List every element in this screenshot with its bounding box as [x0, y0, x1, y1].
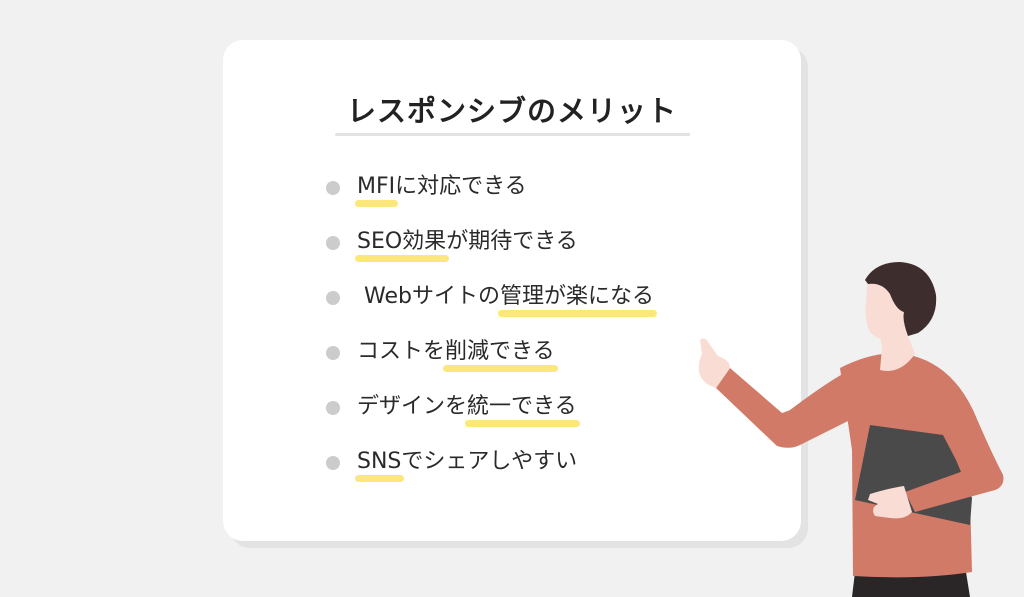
pointing-arm-shape — [716, 368, 860, 448]
list-item: Webサイトの管理が楽になる — [326, 281, 658, 336]
holding-hand-shape — [868, 486, 912, 519]
card-title: レスポンシブのメリット — [346, 94, 677, 128]
bullet-icon — [326, 291, 340, 305]
item-text-pre: デザインを — [357, 394, 468, 419]
item-text-highlight: SNS — [354, 446, 405, 482]
bullet-icon — [326, 456, 340, 470]
bullet-icon — [326, 236, 340, 250]
bullet-icon — [326, 181, 340, 195]
bullet-icon — [326, 346, 340, 360]
item-text-highlight: 管理が楽になる — [497, 281, 658, 317]
list-item: デザインを統一できる — [326, 391, 654, 446]
list-item-text: MFIに対応できる — [354, 171, 527, 207]
item-text-post: が期待できる — [446, 229, 578, 254]
item-text-highlight: 削減できる — [443, 336, 558, 372]
person-pointing-illustration — [698, 262, 1004, 597]
hair-shape — [865, 262, 937, 336]
list-item-text: Webサイトの管理が楽になる — [357, 281, 658, 317]
list-item-text: デザインを統一できる — [357, 391, 580, 427]
pointing-hand-shape — [698, 338, 730, 388]
list-item: SEO効果が期待できる — [326, 226, 654, 281]
list-item-text: コストを削減できる — [357, 336, 558, 372]
item-text-post: でシェアしやすい — [401, 449, 578, 474]
list-item: コストを削減できる — [326, 336, 654, 391]
item-text-pre: Webサイトの — [357, 284, 500, 309]
bullet-icon — [326, 401, 340, 415]
item-text-highlight: MFI — [354, 171, 399, 207]
merit-card: レスポンシブのメリット MFIに対応できる SEO効果が期待できる Webサイト… — [223, 40, 801, 541]
holding-arm-shape — [905, 410, 1004, 512]
list-item: MFIに対応できる — [326, 171, 654, 226]
title-divider — [335, 133, 690, 136]
item-text-post: に対応できる — [395, 174, 527, 199]
item-text-highlight: SEO効果 — [354, 226, 450, 262]
list-item: SNSでシェアしやすい — [326, 446, 654, 501]
item-text-pre: コストを — [357, 339, 446, 364]
item-text-highlight: 統一できる — [465, 391, 580, 427]
list-item-text: SNSでシェアしやすい — [354, 446, 578, 482]
merit-list: MFIに対応できる SEO効果が期待できる Webサイトの管理が楽になる コスト… — [326, 171, 658, 501]
list-item-text: SEO効果が期待できる — [354, 226, 578, 262]
